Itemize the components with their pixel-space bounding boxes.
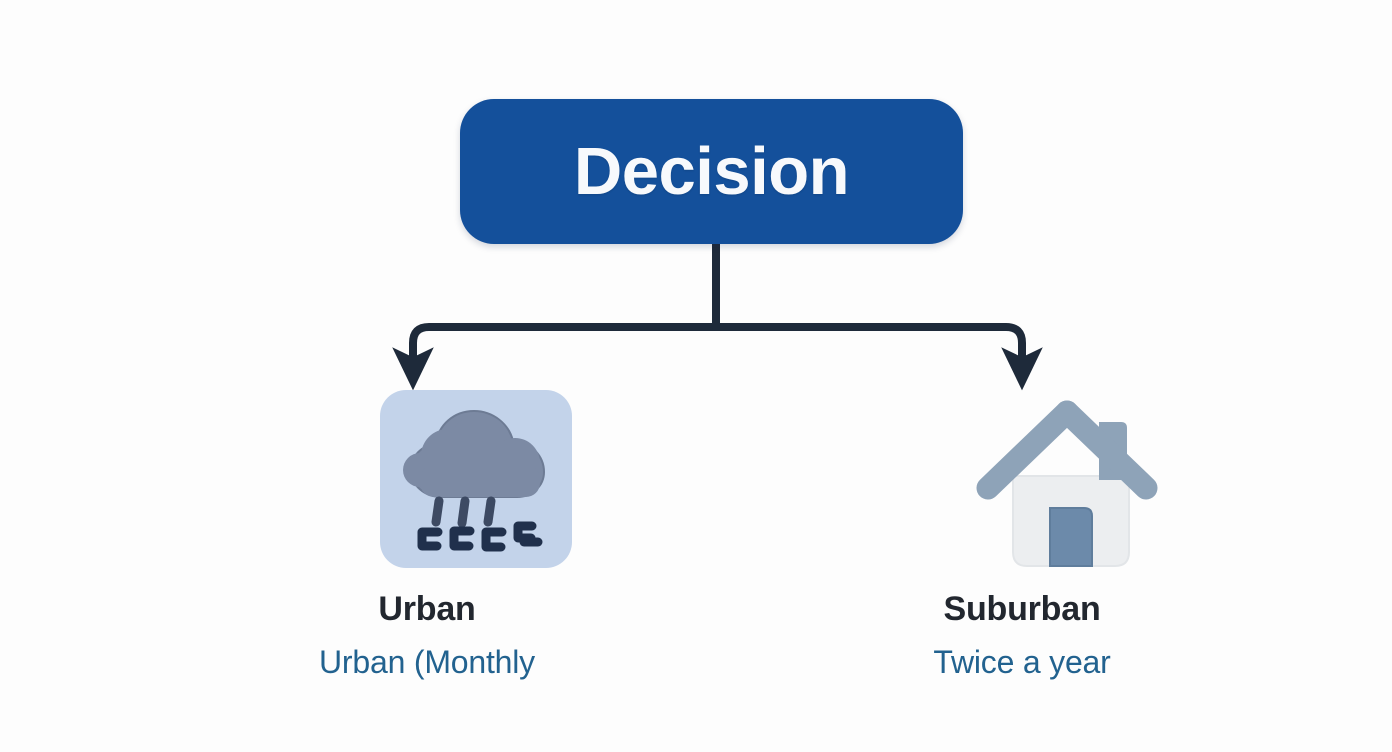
- decision-node[interactable]: Decision: [460, 99, 963, 244]
- branch-suburban-subtitle: Twice a year: [933, 644, 1111, 680]
- house-icon: [976, 400, 1158, 567]
- decision-node-label: Decision: [573, 134, 850, 209]
- rain-drops: [431, 496, 496, 528]
- branch-urban-title: Urban: [378, 590, 476, 628]
- storm-cloud-icon: [403, 410, 545, 552]
- branch-suburban-icon-wrapper: [926, 390, 1158, 568]
- connector-to-urban: [392, 323, 720, 391]
- connector-to-suburban: [712, 323, 1043, 391]
- branch-urban-subtitle: Urban (Monthly: [319, 644, 535, 680]
- branch-urban[interactable]: Urban Urban (Monthly: [277, 390, 577, 678]
- branch-suburban-title: Suburban: [943, 590, 1101, 628]
- smog-marks: [417, 521, 543, 552]
- branch-urban-icon-wrapper: [331, 390, 572, 568]
- branch-suburban[interactable]: Suburban Twice a year: [872, 390, 1172, 678]
